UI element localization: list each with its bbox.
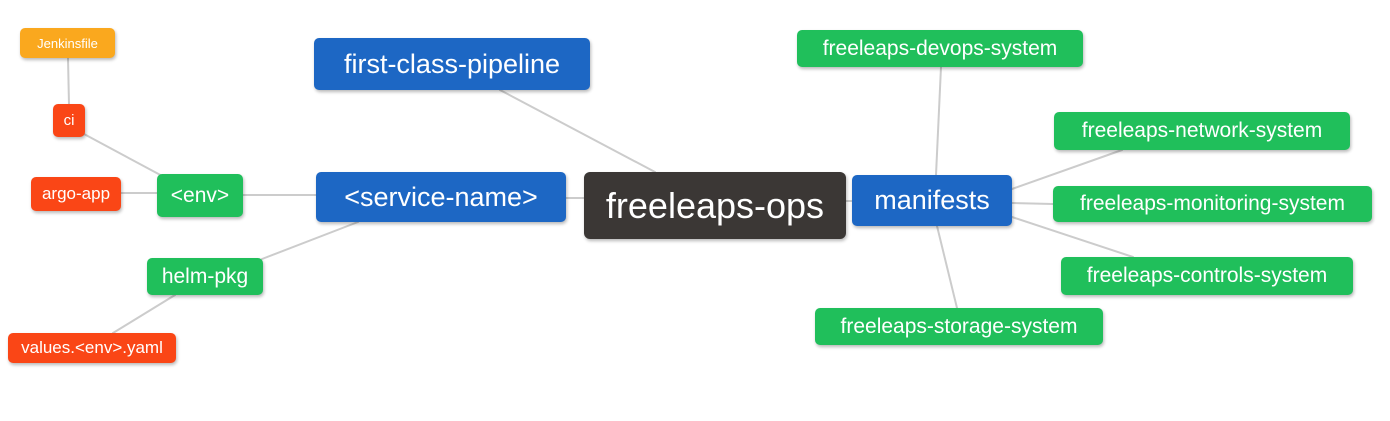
node-env[interactable]: <env> xyxy=(157,174,243,217)
node-manifests[interactable]: manifests xyxy=(852,175,1012,226)
edge-ci-env xyxy=(83,133,167,179)
node-values-env-yaml[interactable]: values.<env>.yaml xyxy=(8,333,176,363)
node-freeleaps-network-system[interactable]: freeleaps-network-system xyxy=(1054,112,1350,150)
edge-helm-pkg-values xyxy=(112,294,176,334)
edge-manifests-network xyxy=(1011,149,1123,190)
edge-first-class-pipeline-root xyxy=(499,89,656,173)
node-jenkinsfile[interactable]: Jenkinsfile xyxy=(20,28,115,58)
node-freeleaps-devops-system[interactable]: freeleaps-devops-system xyxy=(797,30,1083,67)
edge-manifests-monitoring xyxy=(1011,202,1054,205)
node-helm-pkg[interactable]: helm-pkg xyxy=(147,258,263,295)
node-freeleaps-storage-system[interactable]: freeleaps-storage-system xyxy=(815,308,1103,345)
node-freeleaps-controls-system[interactable]: freeleaps-controls-system xyxy=(1061,257,1353,295)
node-freeleaps-ops[interactable]: freeleaps-ops xyxy=(584,172,846,239)
edge-service-name-helm-pkg xyxy=(261,221,359,260)
node-first-class-pipeline[interactable]: first-class-pipeline xyxy=(314,38,590,90)
edge-jenkinsfile-ci xyxy=(67,57,70,106)
edge-manifests-devops xyxy=(935,66,942,176)
node-service-name[interactable]: <service-name> xyxy=(316,172,566,222)
edge-manifests-controls xyxy=(1011,216,1134,258)
node-ci[interactable]: ci xyxy=(53,104,85,137)
node-argo-app[interactable]: argo-app xyxy=(31,177,121,211)
edge-manifests-storage xyxy=(936,225,958,309)
node-freeleaps-monitoring-system[interactable]: freeleaps-monitoring-system xyxy=(1053,186,1372,222)
